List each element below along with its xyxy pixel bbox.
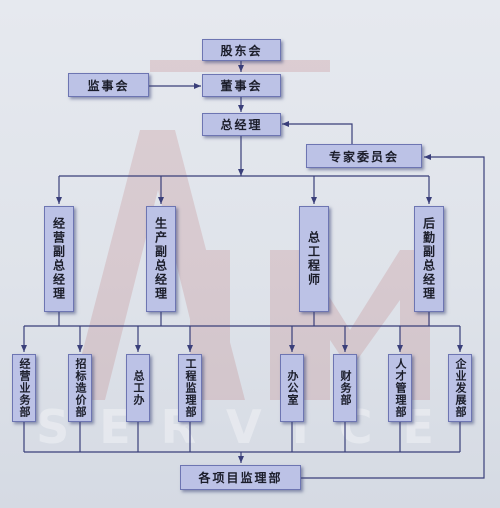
- chief-engineer-box: 总工程师: [299, 206, 329, 312]
- dept-finance-box: 财务部: [333, 354, 357, 422]
- edge-project-expert-loop: [301, 154, 485, 479]
- edge-expert-gm: [282, 121, 353, 144]
- board-of-directors-box: 董事会: [202, 74, 281, 97]
- expert-committee-box: 专家委员会: [306, 144, 422, 168]
- dept-office-box: 办公室: [280, 354, 304, 422]
- watermark-m-shape: [300, 250, 430, 400]
- dept-hr-box: 人才管理部: [388, 354, 412, 422]
- project-supervision-depts-box: 各项目监理部: [180, 465, 301, 490]
- deputy-gm-logistics-box: 后勤副总经理: [414, 206, 444, 312]
- shareholders-meeting-box: 股东会: [202, 39, 281, 61]
- general-manager-box: 总经理: [202, 113, 281, 136]
- deputy-gm-business-box: 经营副总经理: [44, 206, 74, 312]
- watermark-a-shape: [70, 130, 245, 400]
- dept-business-box: 经营业务部: [12, 354, 36, 422]
- board-of-supervisors-box: 监事会: [68, 73, 149, 97]
- dept-bidding-box: 招标造价部: [68, 354, 92, 422]
- dept-engineering-supervision-box: 工程监理部: [178, 354, 202, 422]
- dept-enterprise-dev-box: 企业发展部: [448, 354, 472, 422]
- deputy-gm-production-box: 生产副总经理: [146, 206, 176, 312]
- watermark-service-text: SERVICE: [36, 400, 464, 454]
- dept-chief-engineer-office-box: 总工办: [126, 354, 150, 422]
